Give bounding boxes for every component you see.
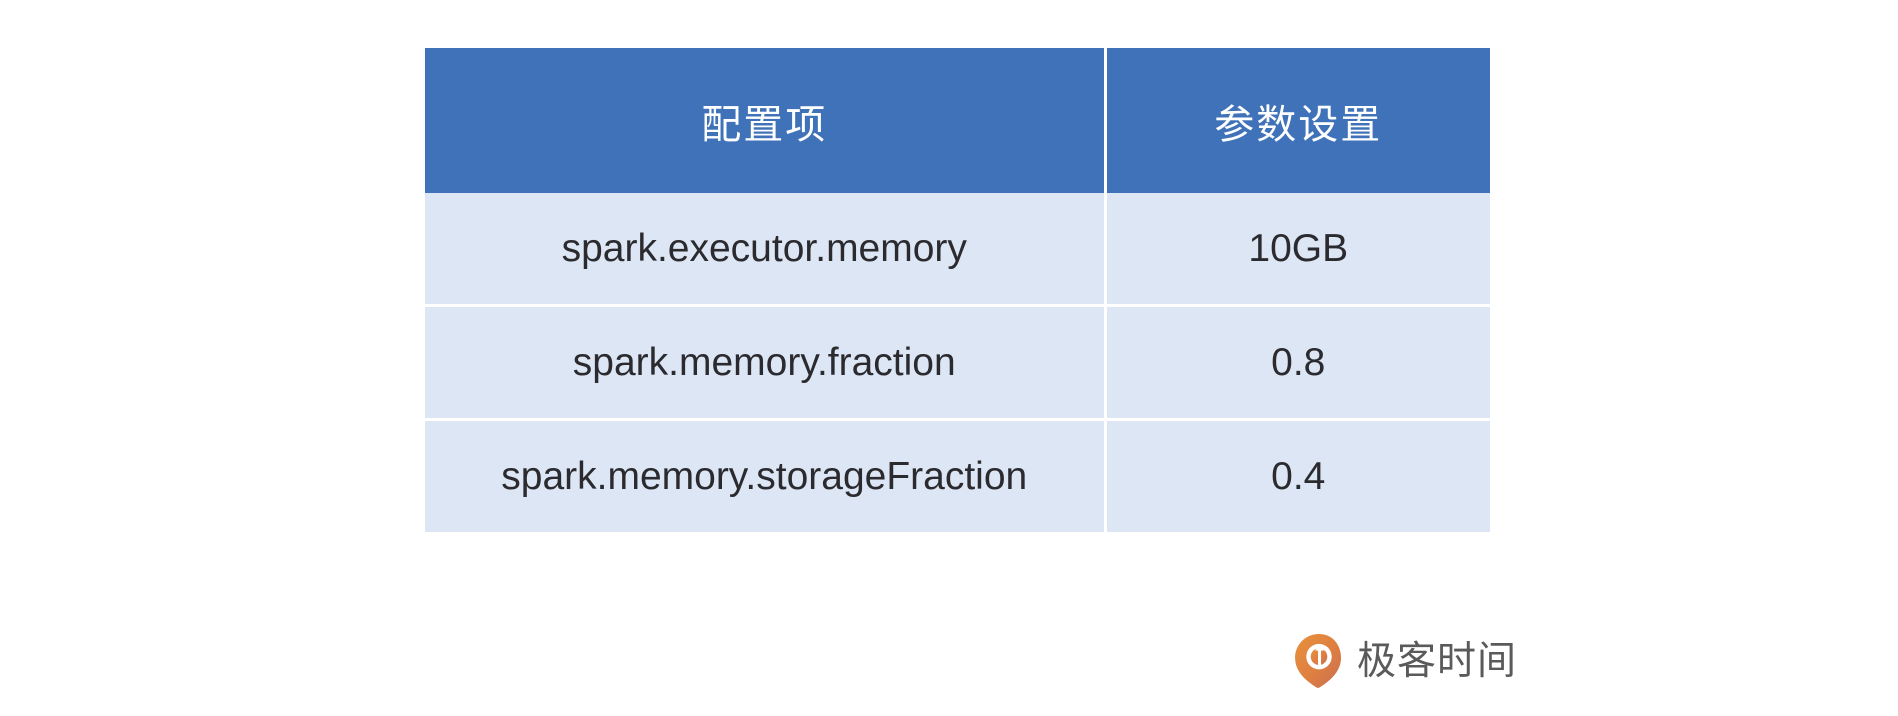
cell-parameter-value: 0.4 [1105, 419, 1490, 532]
table-body: spark.executor.memory 10GB spark.memory.… [425, 193, 1490, 532]
table-header-row: 配置项 参数设置 [425, 48, 1490, 193]
cell-config-item: spark.memory.fraction [425, 305, 1107, 421]
cell-parameter-value: 10GB [1105, 193, 1490, 307]
table-row: spark.executor.memory 10GB [425, 193, 1490, 307]
column-header-config-item: 配置项 [425, 48, 1107, 193]
brand-name: 极客时间 [1357, 639, 1518, 683]
column-header-parameter-setting: 参数设置 [1105, 48, 1490, 193]
cell-parameter-value: 0.8 [1105, 305, 1490, 421]
cell-config-item: spark.executor.memory [425, 193, 1107, 307]
table-row: spark.memory.fraction 0.8 [425, 305, 1490, 421]
geektime-drop-icon [1293, 633, 1345, 689]
cell-config-item: spark.memory.storageFraction [425, 419, 1107, 532]
brand-watermark: 极客时间 [1293, 633, 1517, 689]
table-header: 配置项 参数设置 [425, 48, 1490, 193]
table-row: spark.memory.storageFraction 0.4 [425, 419, 1490, 532]
spark-memory-config-table: 配置项 参数设置 spark.executor.memory 10GB spar… [425, 48, 1490, 532]
